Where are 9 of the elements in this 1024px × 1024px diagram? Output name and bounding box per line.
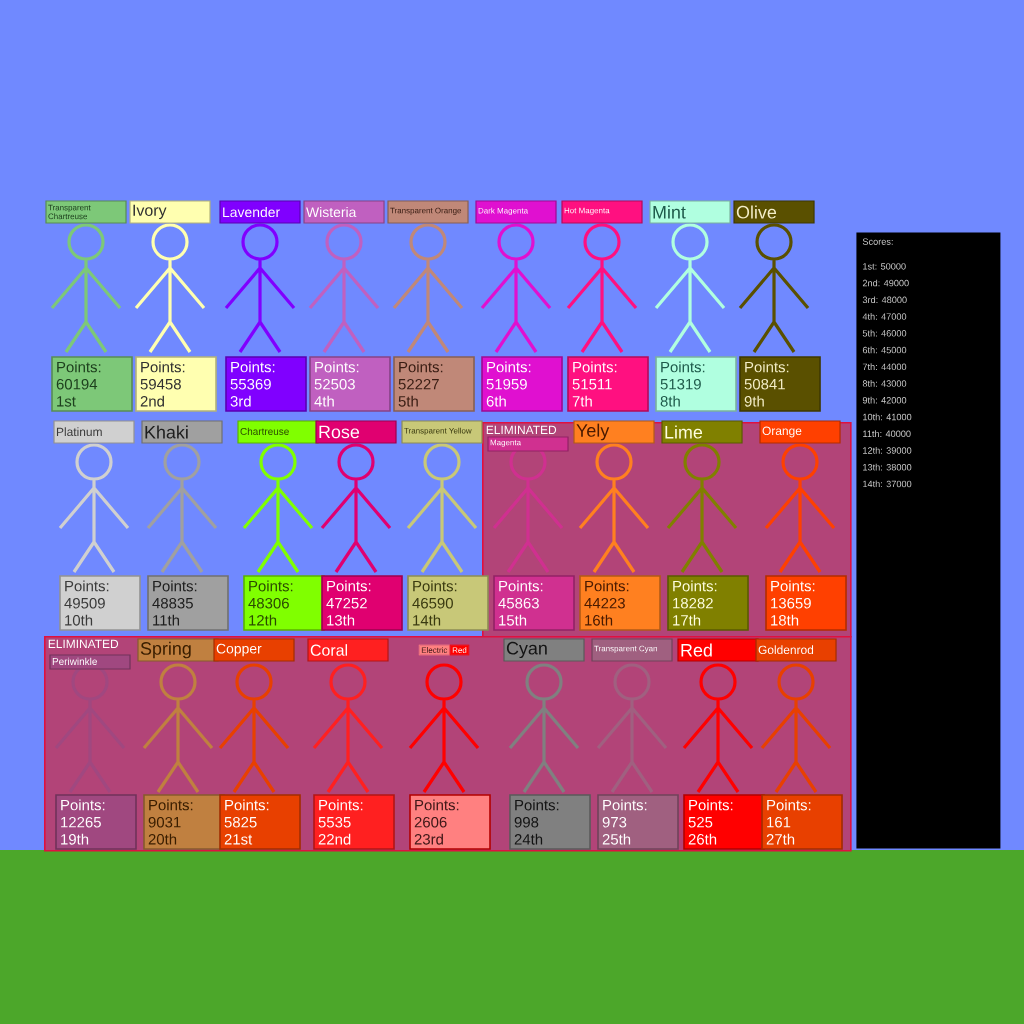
- name-tag: Mint: [649, 200, 731, 224]
- name-tag: Olive: [733, 200, 815, 224]
- name-tag: Cyan: [503, 638, 585, 662]
- name-tag: Lime: [661, 420, 743, 444]
- name-tag: Rose: [315, 420, 397, 444]
- name-tag: Red: [677, 638, 759, 662]
- name-tag: Yely: [573, 420, 655, 444]
- name-tag: Khaki: [141, 420, 223, 444]
- name-tag: Spring: [137, 638, 219, 662]
